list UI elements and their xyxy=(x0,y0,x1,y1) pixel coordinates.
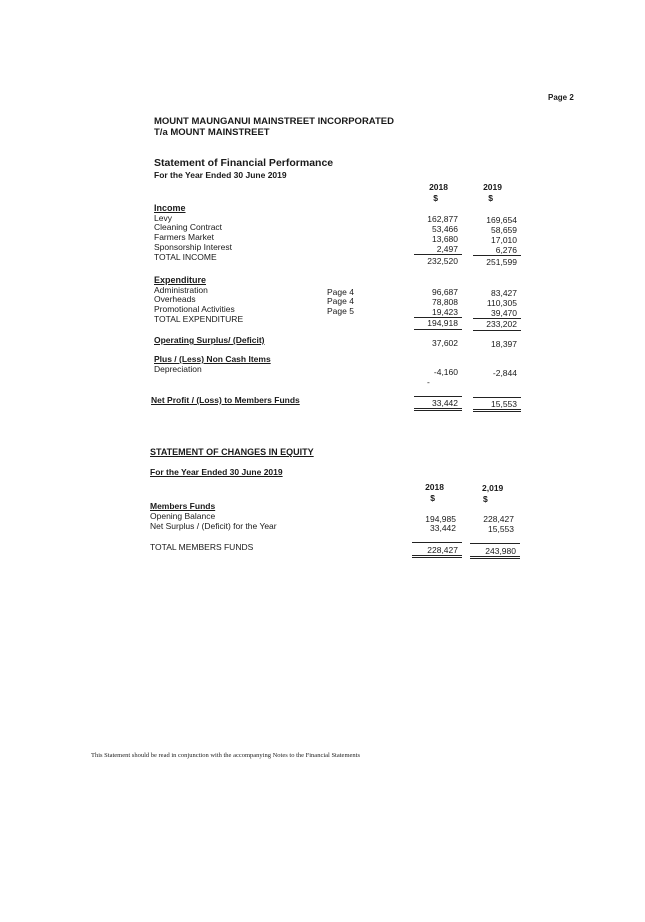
net-surplus-2018: 33,442 xyxy=(430,523,456,533)
income-heading: Income xyxy=(154,203,186,213)
footer-note: This Statement should be read in conjunc… xyxy=(91,752,360,759)
depreciation-2019: -2,844 xyxy=(492,368,517,378)
expenditure-page-ref: Page 5 xyxy=(327,306,354,316)
net-profit-double-rule xyxy=(414,408,462,409)
expenditure-value-2018: 19,423 xyxy=(432,307,458,317)
income-value-2018: 162,877 xyxy=(427,214,458,224)
expenditure-label-promotional: Promotional Activities xyxy=(154,304,235,314)
depreciation-label: Depreciation xyxy=(154,364,202,374)
depreciation-2018: -4,160 xyxy=(433,367,458,377)
operating-surplus-2019: 18,397 xyxy=(491,339,517,349)
net-surplus-2019: 15,553 xyxy=(488,524,514,534)
statement-title: Statement of Financial Performance xyxy=(154,157,334,169)
income-value-2019: 6,276 xyxy=(495,245,517,255)
total-expenditure-label: TOTAL EXPENDITURE xyxy=(154,314,244,324)
organisation-name: MOUNT MAUNGANUI MAINSTREET INCORPORATED xyxy=(154,116,394,127)
members-funds-double-rule xyxy=(470,558,520,559)
page-number: Page 2 xyxy=(548,93,574,102)
members-funds-double-rule xyxy=(470,556,520,557)
total-members-funds-label: TOTAL MEMBERS FUNDS xyxy=(150,542,254,552)
income-subtotal-rule xyxy=(473,255,521,256)
income-value-2019: 17,010 xyxy=(491,235,517,245)
income-value-2018: 13,680 xyxy=(432,234,458,244)
depreciation-dash: - xyxy=(427,377,430,387)
members-funds-double-rule xyxy=(412,557,462,558)
net-profit-double-rule xyxy=(473,409,521,410)
non-cash-heading: Plus / (Less) Non Cash Items xyxy=(154,354,271,364)
equity-column-unit-2019: $ xyxy=(483,494,488,504)
expenditure-value-2018: 96,687 xyxy=(432,287,458,297)
members-funds-top-rule xyxy=(412,542,462,543)
income-label-levy: Levy xyxy=(154,213,172,223)
members-funds-top-rule xyxy=(470,543,520,544)
expenditure-page-ref: Page 4 xyxy=(327,287,354,297)
expenditure-page-ref: Page 4 xyxy=(327,296,354,306)
expenditure-value-2019: 110,305 xyxy=(486,298,517,308)
equity-column-year-2018: 2018 xyxy=(425,482,444,492)
expenditure-total-rule xyxy=(414,329,462,330)
trading-as: T/a MOUNT MAINSTREET xyxy=(154,127,270,138)
expenditure-value-2018: 78,808 xyxy=(432,297,458,307)
income-label-cleaning: Cleaning Contract xyxy=(154,222,223,232)
expenditure-subtotal-rule xyxy=(414,317,462,318)
net-profit-double-rule xyxy=(473,411,521,412)
total-income-2019: 251,599 xyxy=(486,257,517,267)
members-funds-double-rule xyxy=(412,555,462,556)
income-value-2019: 169,654 xyxy=(486,215,517,225)
expenditure-value-2019: 83,427 xyxy=(491,288,517,298)
operating-surplus-label: Operating Surplus/ (Deficit) xyxy=(154,335,265,345)
column-unit-2019: $ xyxy=(488,193,493,203)
income-label-farmers: Farmers Market xyxy=(154,232,214,242)
income-subtotal-rule xyxy=(414,254,462,255)
statement-period: For the Year Ended 30 June 2019 xyxy=(154,170,287,180)
net-profit-top-rule xyxy=(473,397,521,398)
income-value-2019: 58,659 xyxy=(491,225,517,235)
column-year-2018: 2018 xyxy=(429,182,448,192)
equity-title: STATEMENT OF CHANGES IN EQUITY xyxy=(150,447,314,457)
net-profit-2018: 33,442 xyxy=(432,398,458,408)
expenditure-label-administration: Administration xyxy=(154,285,208,295)
net-surplus-label: Net Surplus / (Deficit) for the Year xyxy=(150,521,277,531)
equity-period: For the Year Ended 30 June 2019 xyxy=(150,467,283,477)
income-label-sponsorship: Sponsorship Interest xyxy=(154,242,232,252)
income-value-2018: 2,497 xyxy=(436,244,458,254)
total-expenditure-2018: 194,918 xyxy=(427,318,458,328)
total-income-label: TOTAL INCOME xyxy=(154,252,217,262)
column-year-2019: 2019 xyxy=(483,182,502,192)
expenditure-total-rule xyxy=(473,330,521,331)
expenditure-subtotal-rule xyxy=(473,318,521,319)
total-members-funds-2019: 243,980 xyxy=(485,546,516,556)
income-value-2018: 53,466 xyxy=(432,224,458,234)
expenditure-label-overheads: Overheads xyxy=(154,294,196,304)
total-expenditure-2019: 233,202 xyxy=(486,319,517,329)
net-profit-label: Net Profit / (Loss) to Members Funds xyxy=(151,395,300,405)
equity-column-year-2019: 2,019 xyxy=(482,483,504,493)
total-income-2018: 232,520 xyxy=(427,256,458,266)
column-unit-2018: $ xyxy=(433,193,438,203)
net-profit-top-rule xyxy=(414,396,462,397)
expenditure-value-2019: 39,470 xyxy=(491,308,517,318)
members-funds-heading: Members Funds xyxy=(150,501,216,511)
expenditure-heading: Expenditure xyxy=(154,275,207,285)
net-profit-double-rule xyxy=(414,410,462,411)
total-members-funds-2018: 228,427 xyxy=(427,545,458,555)
opening-balance-2018: 194,985 xyxy=(425,514,456,524)
opening-balance-2019: 228,427 xyxy=(483,514,514,524)
opening-balance-label: Opening Balance xyxy=(150,511,216,521)
net-profit-2019: 15,553 xyxy=(491,399,517,409)
equity-column-unit-2018: $ xyxy=(430,493,435,503)
operating-surplus-2018: 37,602 xyxy=(432,338,458,348)
